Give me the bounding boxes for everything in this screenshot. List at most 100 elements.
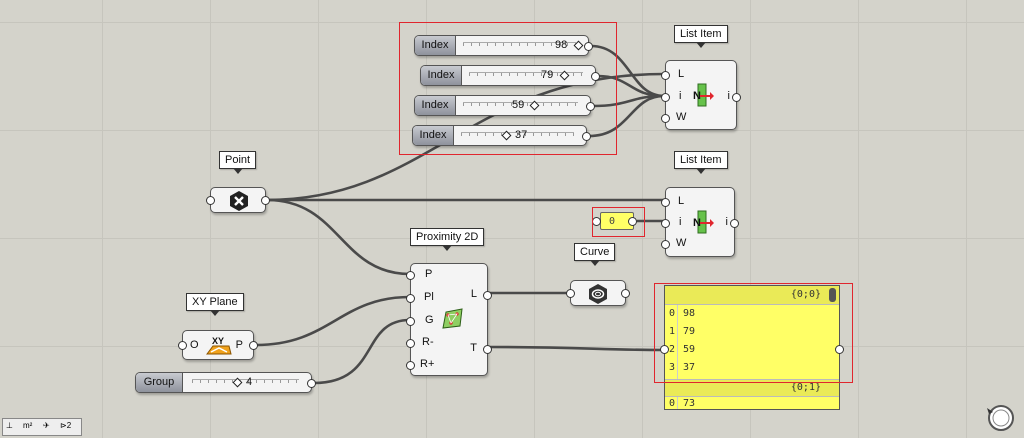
panel-scrollbar[interactable] <box>829 288 836 302</box>
toolbar-button[interactable]: m² <box>23 421 33 430</box>
input-port-l[interactable] <box>661 198 670 207</box>
toolbar-button[interactable]: ⊳2 <box>60 421 72 430</box>
output-port[interactable] <box>584 42 593 51</box>
input-label: W <box>676 111 687 123</box>
slider-label: Index <box>413 126 454 145</box>
input-port-pl[interactable] <box>406 294 415 303</box>
input-port-p[interactable] <box>406 271 415 280</box>
panel-index-divider <box>677 305 678 409</box>
wire-point-proximity <box>266 198 411 276</box>
slider-track[interactable] <box>469 72 583 76</box>
list-item-component-2[interactable]: L i W N i <box>661 187 739 257</box>
input-label: R- <box>422 336 434 348</box>
input-label: Pl <box>424 291 434 303</box>
list-item-component-1[interactable]: L i W N i <box>661 60 741 130</box>
index-slider-37[interactable]: Index 37 <box>412 125 591 146</box>
input-label: i <box>679 90 682 102</box>
input-port-l[interactable] <box>661 71 670 80</box>
output-port[interactable] <box>582 132 591 141</box>
output-port[interactable] <box>730 219 739 228</box>
slider-label: Index <box>421 66 462 85</box>
proximity-title: Proximity 2D <box>410 228 485 251</box>
input-port[interactable] <box>206 196 215 205</box>
output-port[interactable] <box>591 72 600 81</box>
input-label: R+ <box>420 358 435 370</box>
output-label: L <box>470 288 477 300</box>
output-label: i <box>725 216 728 228</box>
wire-group-proximity <box>313 318 411 385</box>
input-port-r-minus[interactable] <box>406 339 415 348</box>
zero-panel-output-port[interactable] <box>628 217 637 226</box>
input-port-w[interactable] <box>661 114 670 123</box>
xy-plane-icon: XY <box>206 336 232 355</box>
output-label: T <box>470 342 477 354</box>
list-item-icon: N <box>693 210 714 234</box>
input-label: i <box>679 216 682 228</box>
proximity-2d-component[interactable]: P Pl G R- R+ L T <box>406 263 492 376</box>
xy-icon-text: XY <box>212 336 224 346</box>
input-port-i[interactable] <box>661 93 670 102</box>
index-slider-98[interactable]: Index 98 <box>414 35 593 56</box>
curve-icon <box>589 284 607 304</box>
output-port[interactable] <box>835 345 844 354</box>
panel-branch-header: {0;1} <box>665 379 839 397</box>
slider-value: 79 <box>541 69 554 81</box>
index-slider-79[interactable]: Index 79 <box>420 65 600 86</box>
input-label: W <box>676 237 687 249</box>
slider-track[interactable] <box>461 132 574 136</box>
input-label: P <box>425 268 433 280</box>
zero-panel-input-port[interactable] <box>592 217 601 226</box>
input-port-w[interactable] <box>661 240 670 249</box>
branch-path: {0;0} <box>790 289 821 300</box>
group-slider[interactable]: Group 4 <box>135 372 316 393</box>
index-slider-59[interactable]: Index 59 <box>414 95 595 116</box>
curve-component[interactable] <box>566 280 630 306</box>
input-label: L <box>678 68 685 80</box>
slider-track[interactable] <box>463 42 576 46</box>
slider-label: Index <box>415 96 456 115</box>
svg-text:N: N <box>693 90 701 102</box>
curve-title: Curve <box>574 243 616 266</box>
point-icon <box>230 191 248 211</box>
toolbar-button[interactable]: ⊥ <box>6 421 13 430</box>
output-port[interactable] <box>586 102 595 111</box>
output-port[interactable] <box>261 196 270 205</box>
output-port[interactable] <box>621 289 630 298</box>
output-port-t[interactable] <box>483 345 492 354</box>
slider-track[interactable] <box>463 102 578 106</box>
listitem2-title: List Item <box>674 151 728 174</box>
slider-grip-icon[interactable] <box>573 40 584 51</box>
toolbar-button[interactable]: ✈ <box>43 421 50 430</box>
wire-slider37 <box>588 94 665 138</box>
slider-track[interactable] <box>192 379 299 383</box>
xy-plane-component[interactable]: O XY P <box>178 330 258 360</box>
output-port[interactable] <box>307 379 316 388</box>
input-port[interactable] <box>660 345 669 354</box>
input-port-r-plus[interactable] <box>406 361 415 370</box>
slider-label: Group <box>136 373 183 392</box>
slider-value: 98 <box>555 39 568 51</box>
proximity-icon <box>442 308 463 329</box>
navigation-widget-icon[interactable] <box>985 402 1017 434</box>
wire-proximity-panel <box>487 345 665 352</box>
svg-text:N: N <box>693 217 701 229</box>
listitem1-title: List Item <box>674 25 728 48</box>
input-port-o[interactable] <box>178 341 187 350</box>
wire-xy-proximity <box>255 295 411 347</box>
output-port[interactable] <box>249 341 258 350</box>
input-port-i[interactable] <box>661 219 670 228</box>
input-label: O <box>190 339 199 351</box>
branch-path: {0;1} <box>790 382 821 393</box>
xy-plane-title: XY Plane <box>186 293 244 316</box>
input-port-g[interactable] <box>406 317 415 326</box>
point-component[interactable] <box>206 187 270 213</box>
input-port[interactable] <box>566 289 575 298</box>
output-port-l[interactable] <box>483 291 492 300</box>
output-label: P <box>235 339 243 351</box>
output-label: i <box>727 90 730 102</box>
output-port[interactable] <box>732 93 741 102</box>
